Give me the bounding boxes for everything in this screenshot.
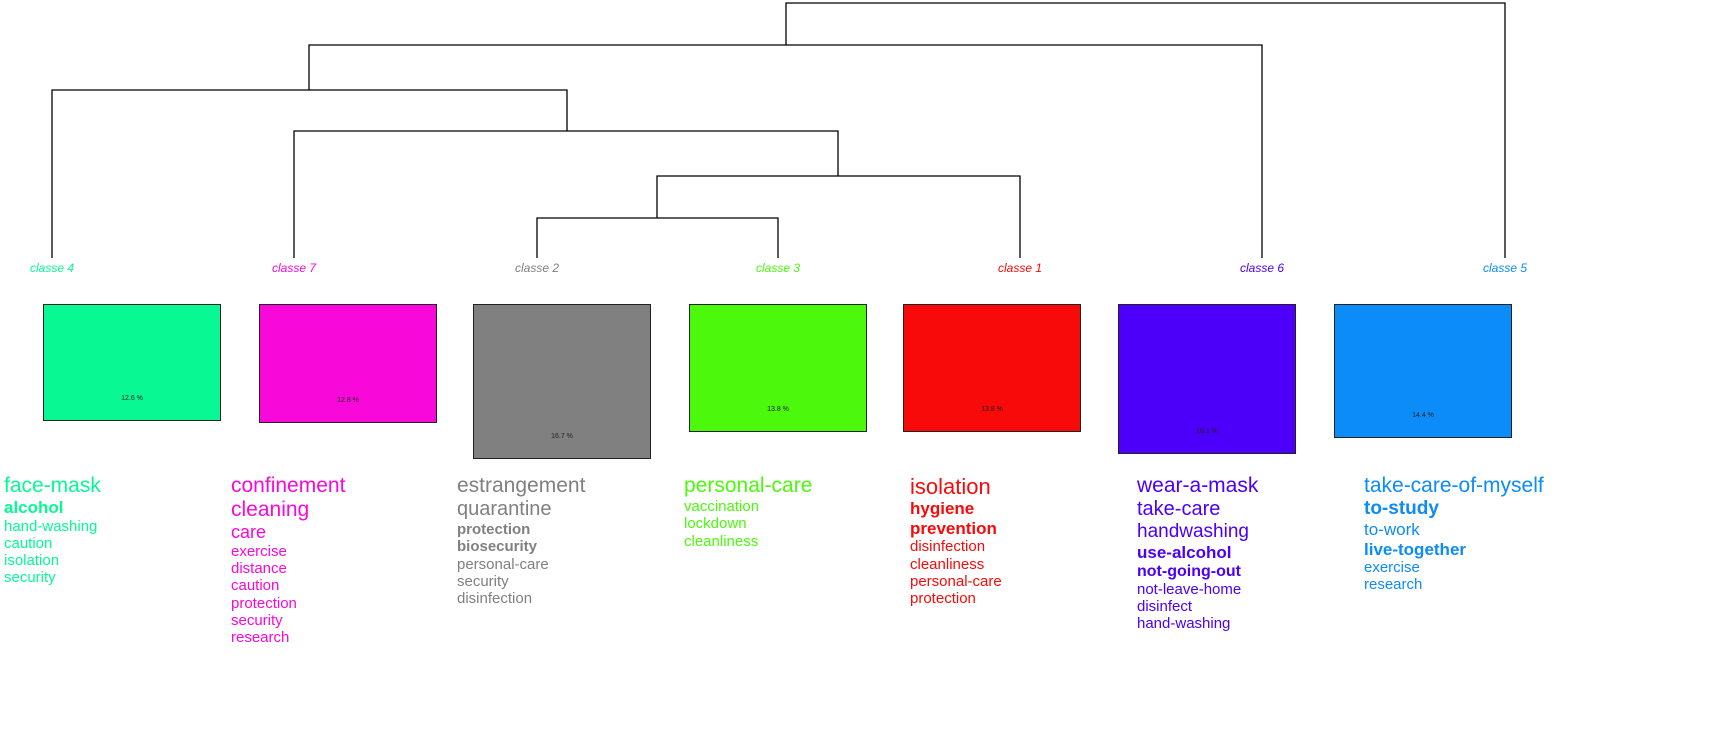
class-word: take-care-of-myself <box>1364 474 1544 497</box>
class-word: biosecurity <box>457 538 538 556</box>
class-word: to-study <box>1364 498 1439 520</box>
class-proportion-box: 16.7 % <box>473 304 651 460</box>
dendrogram-branch <box>656 175 1021 258</box>
class-word: security <box>231 611 283 629</box>
dendrogram-tree <box>51 2 1506 258</box>
class-word: personal-care <box>910 572 1002 590</box>
class-word: live-together <box>1364 539 1467 559</box>
class-word: hand-washing <box>4 517 98 535</box>
class-proportion-box: 13.8 % <box>689 304 867 433</box>
class-word: isolation <box>4 552 60 570</box>
class-word: disinfect <box>1137 598 1193 616</box>
class-word: wear-a-mask <box>1137 474 1259 497</box>
class-word: cleaning <box>231 498 310 522</box>
dendrogram-branch <box>785 2 1506 258</box>
class-percentage: 13.8 % <box>767 406 789 414</box>
class-word: cleanliness <box>684 532 759 550</box>
class-label: classe 6 <box>1239 261 1285 275</box>
dendrogram-branch <box>308 44 1263 258</box>
class-proportion-box: 12.8 % <box>259 304 437 424</box>
class-word: care <box>231 522 267 543</box>
class-proportion-box: 14.4 % <box>1334 304 1512 438</box>
class-label: classe 5 <box>1482 261 1528 275</box>
class-word: face-mask <box>4 474 101 497</box>
class-percentage: 12.8 % <box>337 397 359 405</box>
class-word: prevention <box>910 518 997 538</box>
class-word: alcohol <box>4 498 64 518</box>
class-percentage: 13.8 % <box>981 406 1003 414</box>
class-proportion-box: 13.8 % <box>903 304 1081 433</box>
class-word: isolation <box>910 474 991 499</box>
class-word: personal-care <box>457 555 549 573</box>
class-word: exercise <box>1364 559 1420 577</box>
class-word: disinfection <box>910 538 986 556</box>
class-word: protection <box>910 590 976 608</box>
class-word: hand-washing <box>1137 615 1231 633</box>
class-label: classe 7 <box>271 261 317 275</box>
class-word: not-going-out <box>1137 562 1241 580</box>
class-word: take-care <box>1137 498 1221 521</box>
class-word: estrangement <box>457 474 586 497</box>
class-percentage: 16.1 % <box>1196 427 1218 435</box>
class-proportion-box: 16.1 % <box>1118 304 1296 454</box>
class-word: handwashing <box>1137 521 1249 543</box>
class-percentage: 14.4 % <box>1412 411 1434 419</box>
class-label: classe 4 <box>29 261 75 275</box>
class-word: security <box>457 572 509 590</box>
class-word: research <box>1364 576 1423 594</box>
class-word: security <box>4 569 56 587</box>
class-word: confinement <box>231 474 346 497</box>
class-word: vaccination <box>684 498 760 516</box>
class-word: use-alcohol <box>1137 542 1232 562</box>
class-word: not-leave-home <box>1137 580 1242 598</box>
class-word: distance <box>231 560 287 578</box>
dendrogram-branch <box>51 89 568 258</box>
class-word: to-work <box>1364 519 1420 539</box>
class-word: protection <box>231 594 297 612</box>
class-word: disinfection <box>457 590 533 608</box>
class-proportion-box: 12.6 % <box>43 304 221 422</box>
class-word: cleanliness <box>910 555 985 573</box>
class-word: research <box>231 629 290 647</box>
dendrogram-branch <box>293 130 839 258</box>
class-percentage: 12.6 % <box>121 395 143 403</box>
class-word: caution <box>231 577 280 595</box>
class-word: protection <box>457 521 531 539</box>
class-label: classe 2 <box>514 261 560 275</box>
class-label: classe 3 <box>755 261 801 275</box>
class-label: classe 1 <box>997 261 1043 275</box>
class-word: quarantine <box>457 498 552 521</box>
class-word: caution <box>4 534 53 552</box>
class-percentage: 16.7 % <box>551 433 573 441</box>
dendrogram-branch <box>536 217 779 258</box>
class-word: personal-care <box>684 474 813 497</box>
class-word: exercise <box>231 542 287 560</box>
class-word: lockdown <box>684 515 747 533</box>
class-word: hygiene <box>910 499 975 519</box>
